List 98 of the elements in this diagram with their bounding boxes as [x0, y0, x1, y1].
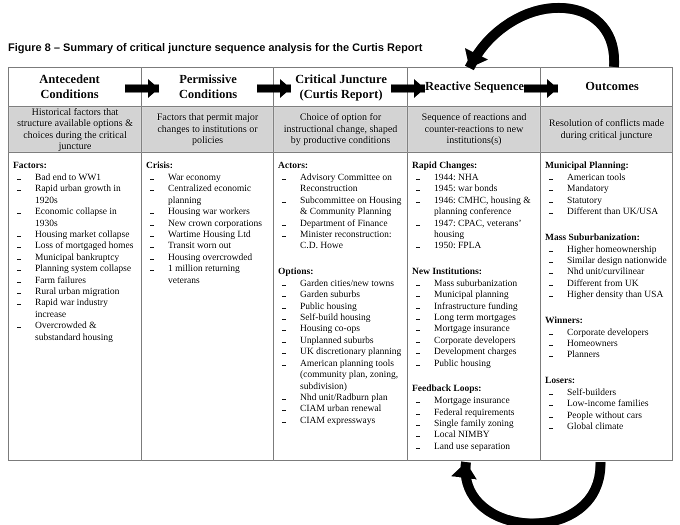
list-item: Municipal bankruptcy [13, 252, 138, 264]
list-item: Bad end to WW1 [13, 173, 138, 184]
list-item: Different than UK/USA [545, 207, 669, 219]
list-item: Department of Finance [278, 218, 404, 230]
list-item: Nhd unit/curvilinear [545, 267, 669, 279]
list-item: Minister reconstruction: C.D. Howe [278, 230, 404, 253]
list-item: Federal requirements [412, 408, 537, 419]
column-description: Sequence of reactions and counter-reactions to new institutions(s) [407, 106, 541, 153]
column-description: Factors that permit major changes to institutions or policies [141, 106, 274, 153]
list-item: Centralized economic planning [146, 184, 270, 208]
column-header: Reactive Sequence [423, 69, 526, 104]
list-item: Housing overcrowded [146, 252, 270, 264]
list-item: Statutory [545, 196, 669, 208]
content-panel [540, 152, 673, 461]
list-item: American planning tools (community plan, zoning, subdivision) [278, 358, 404, 393]
list-item: Subcommittee on Housing & Community Planning [278, 196, 404, 219]
list-item: Planners [545, 350, 669, 362]
arrow [391, 79, 425, 98]
list-item: CIAM expressways [278, 416, 404, 428]
list-item: Long term mortgages [412, 313, 537, 324]
list-item: New crown corporations [146, 218, 270, 230]
list-item: 1947: CPAC, veterans’ housing [412, 218, 537, 242]
list-item: Development charges [412, 347, 537, 359]
list-item: Public housing [412, 358, 537, 370]
arrow [465, 2, 619, 71]
list-item: Housing market collapse [13, 230, 138, 242]
column-header: Permissive Conditions [157, 69, 259, 104]
list-item: Mortgage insurance [412, 396, 537, 408]
list-item: Mortgage insurance [412, 324, 537, 336]
list-item: Low-income families [545, 399, 669, 411]
column-description: Resolution of conflicts made during critical juncture [540, 106, 673, 153]
column-header: Antecedent Conditions [12, 69, 127, 104]
list-item: Housing war workers [146, 207, 270, 219]
list-item: 1 million returning veterans [146, 264, 270, 288]
list-item: Mass suburbanization [412, 278, 537, 290]
arrow [454, 461, 606, 525]
column-description: Historical factors that structure available options & choices during the critical juncture [8, 106, 142, 153]
list-item: Higher density than USA [545, 290, 669, 302]
section-heading: Winners: [545, 316, 583, 328]
list-item: Housing co-ops [278, 324, 404, 336]
list-item: Public housing [278, 302, 404, 314]
section-heading: Factors: [13, 161, 47, 172]
list-item: Homeowners [545, 339, 669, 350]
figure-title: Figure 8 – Summary of critical juncture sequence analysis for the Curtis Report [8, 42, 422, 54]
list-item: Advisory Committee on Reconstruction [278, 173, 404, 196]
list-item: Wartime Housing Ltd [146, 230, 270, 242]
section-heading: Options: [278, 266, 314, 278]
list-item: Corporate developers [412, 336, 537, 348]
list-item: Garden suburbs [278, 290, 404, 302]
content-panel [8, 152, 142, 461]
list-item: Garden cities/new towns [278, 278, 404, 290]
arrow [125, 79, 159, 98]
list-item: Higher homeownership [545, 244, 669, 256]
section-heading: Municipal Planning: [545, 161, 629, 172]
section-heading: New Institutions: [412, 266, 482, 278]
list-item: Planning system collapse [13, 264, 138, 276]
list-item: Rural urban migration [13, 287, 138, 298]
list-item: Different from UK [545, 278, 669, 290]
list-item: War economy [146, 173, 270, 184]
list-item: Nhd unit/Radburn plan [278, 392, 404, 404]
arrow [257, 79, 291, 98]
list-item: 1950: FPLA [412, 241, 537, 253]
section-heading: Crisis: [146, 161, 173, 172]
list-item: CIAM urban renewal [278, 404, 404, 416]
list-item: Land use separation [412, 442, 537, 454]
list-item: 1944: NHA [412, 173, 537, 184]
list-item: Economic collapse in 1930s [13, 207, 138, 230]
list-item: Local NIMBY [412, 430, 537, 442]
section-heading: Losers: [545, 376, 576, 388]
section-heading: Mass Suburbanization: [545, 232, 640, 244]
column-header: Outcomes [556, 69, 668, 104]
list-item: Farm failures [13, 276, 138, 288]
section-heading: Feedback Loops: [412, 384, 482, 396]
list-item: UK discretionary planning [278, 347, 404, 359]
list-item: Corporate developers [545, 328, 669, 340]
list-item: Rapid war industry increase [13, 298, 138, 322]
list-item: 1945: war bonds [412, 184, 537, 196]
list-item: Municipal planning [412, 290, 537, 302]
list-item: Self-build housing [278, 313, 404, 324]
list-item: Infrastructure funding [412, 302, 537, 314]
list-item: Transit worn out [146, 241, 270, 253]
list-item: Overcrowded & substandard housing [13, 321, 138, 344]
list-item: Similar design nationwide [545, 256, 669, 268]
list-item: Self-builders [545, 388, 669, 400]
list-item: People without cars [545, 410, 669, 422]
list-item: Single family zoning [412, 418, 537, 430]
list-item: Rapid urban growth in 1920s [13, 184, 138, 208]
list-item: Unplanned suburbs [278, 336, 404, 348]
section-heading: Rapid Changes: [412, 161, 478, 172]
column-header: Critical Juncture (Curtis Report) [289, 69, 393, 104]
column-description: Choice of option for instructional change, shaped by productive conditions [273, 106, 408, 153]
section-heading: Actors: [278, 161, 308, 172]
list-item: 1946: CMHC, housing & planning conference [412, 196, 537, 219]
list-item: Loss of mortgaged homes [13, 241, 138, 253]
list-item: Global climate [545, 422, 669, 434]
list-item: Mandatory [545, 184, 669, 196]
arrow [524, 79, 558, 98]
list-item: American tools [545, 173, 669, 184]
